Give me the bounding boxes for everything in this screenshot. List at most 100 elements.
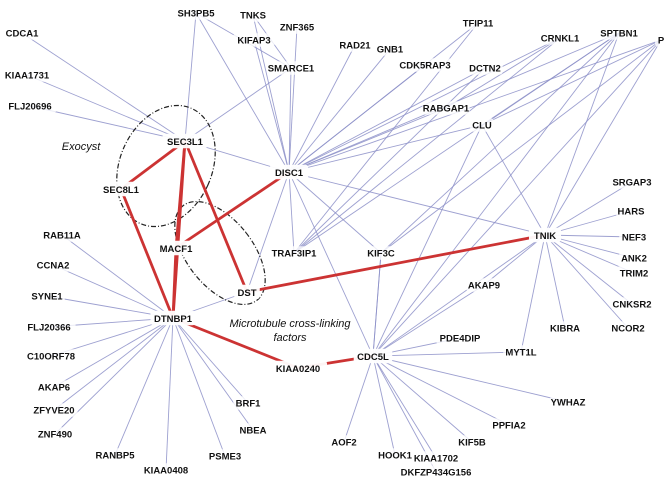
node-label: CRNKL1 (541, 33, 580, 44)
highlight-edge-dtnbp1-kiaa0240 (171, 316, 300, 370)
highlight-edge-macf1-dtnbp1 (171, 246, 178, 320)
edge-cdc5l-akap9 (372, 284, 485, 357)
edge-sec3l1-flj20696 (29, 105, 186, 142)
node-kiaa1731[interactable]: KIAA1731 (0, 68, 54, 82)
node-sec8l1[interactable]: SEC8L1 (98, 181, 144, 197)
node-label: DKFZP434G156 (401, 467, 472, 478)
node-gnb1[interactable]: GNB1 (375, 42, 405, 56)
node-label: DCTN2 (469, 63, 501, 74)
node-c10orf78[interactable]: C10ORF78 (24, 349, 78, 363)
node-label: KIAA0408 (144, 465, 188, 476)
node-ncor2[interactable]: NCOR2 (610, 321, 646, 335)
node-backdrop (363, 246, 399, 260)
node-disc1[interactable]: DISC1 (269, 164, 309, 180)
node-macf1[interactable]: MACF1 (156, 240, 196, 256)
node-akap9[interactable]: AKAP9 (466, 278, 502, 292)
node-kibra[interactable]: KIBRA (547, 321, 583, 335)
node-crnkl1[interactable]: CRNKL1 (539, 31, 581, 45)
node-label: TRAF3IP1 (272, 248, 318, 259)
node-label: KIAA1731 (5, 70, 50, 81)
node-sh3pb5[interactable]: SH3PB5 (175, 6, 217, 20)
node-flj20696[interactable]: FLJ20696 (3, 99, 57, 113)
node-ccna2[interactable]: CCNA2 (35, 258, 71, 272)
node-ank2[interactable]: ANK2 (619, 251, 649, 265)
edge-dtnbp1-nbea (172, 317, 254, 431)
node-label: SMARCE1 (268, 63, 315, 74)
node-znf490[interactable]: ZNF490 (34, 427, 76, 441)
node-dctn2[interactable]: DCTN2 (467, 61, 503, 75)
node-pde4dip[interactable]: PDE4DIP (436, 331, 484, 345)
node-ppfia2[interactable]: PPFIA2 (488, 418, 530, 432)
node-psme3[interactable]: PSME3 (207, 449, 243, 463)
node-label: NBEA (240, 425, 267, 436)
node-kif3c[interactable]: KIF3C (363, 246, 399, 260)
node-dtnbp1[interactable]: DTNBP1 (150, 310, 196, 326)
node-trim2[interactable]: TRIM2 (616, 266, 652, 280)
node-label: PPFIA2 (492, 420, 525, 431)
node-flj20366[interactable]: FLJ20366 (22, 320, 76, 334)
node-backdrop (267, 61, 315, 75)
group-label-line: Microtubule cross-linking (229, 318, 351, 330)
node-kifap3[interactable]: KIFAP3 (233, 33, 275, 47)
node-backdrop (377, 448, 413, 462)
highlight-edge-dst-tnik (245, 233, 547, 294)
node-label: MACF1 (160, 244, 193, 255)
edge-cdc5l-kiaa1702 (372, 355, 437, 459)
node-znf365[interactable]: ZNF365 (276, 20, 318, 34)
node-label: KIBRA (550, 323, 580, 334)
node-label: FLJ20366 (27, 322, 70, 333)
node-cdca1[interactable]: CDCA1 (4, 26, 40, 40)
node-ranbp5[interactable]: RANBP5 (94, 448, 136, 462)
node-kiaa1702[interactable]: KIAA1702 (409, 451, 463, 465)
node-aof2[interactable]: AOF2 (329, 435, 359, 449)
node-smarce1[interactable]: SMARCE1 (267, 61, 315, 75)
node-cdk5rap3[interactable]: CDK5RAP3 (398, 58, 452, 72)
node-syne1[interactable]: SYNE1 (29, 289, 65, 303)
edge-cdc5l-p (372, 39, 662, 357)
node-ywhaz[interactable]: YWHAZ (550, 395, 586, 409)
edge-tnik-clu (481, 124, 546, 236)
node-label: TNKS (240, 10, 266, 21)
node-dkfzp434g156[interactable]: DKFZP434G156 (397, 465, 475, 479)
node-cnksr2[interactable]: CNKSR2 (611, 297, 653, 311)
node-kif5b[interactable]: KIF5B (454, 435, 490, 449)
node-label: ANK2 (621, 253, 647, 264)
node-srgap3[interactable]: SRGAP3 (611, 175, 653, 189)
node-backdrop (29, 289, 65, 303)
node-dst[interactable]: DST (234, 284, 260, 300)
node-akap6[interactable]: AKAP6 (36, 380, 72, 394)
node-sec3l1[interactable]: SEC3L1 (162, 133, 208, 149)
node-rabgap1[interactable]: RABGAP1 (422, 101, 470, 115)
edge-cdc5l-myt1l (372, 351, 522, 357)
edge-kif3c-p (380, 39, 662, 254)
node-zfyve20[interactable]: ZFYVE20 (30, 403, 78, 417)
node-backdrop (94, 448, 136, 462)
node-backdrop (611, 297, 653, 311)
node-myt1l[interactable]: MYT1L (503, 345, 539, 359)
node-backdrop (547, 321, 583, 335)
node-sptbn1[interactable]: SPTBN1 (598, 26, 640, 40)
node-tnik[interactable]: TNIK (528, 227, 562, 243)
node-p[interactable]: P (655, 33, 666, 47)
node-label: PSME3 (209, 451, 241, 462)
node-kiaa0240[interactable]: KIAA0240 (268, 360, 328, 376)
node-rad21[interactable]: RAD21 (337, 38, 373, 52)
node-rab11a[interactable]: RAB11A (41, 228, 83, 242)
node-brf1[interactable]: BRF1 (233, 396, 263, 410)
node-nbea[interactable]: NBEA (238, 423, 268, 437)
node-nef3[interactable]: NEF3 (619, 230, 649, 244)
node-backdrop (467, 61, 503, 75)
node-backdrop (162, 133, 208, 149)
node-hook1[interactable]: HOOK1 (377, 448, 413, 462)
node-cdc5l[interactable]: CDC5L (353, 348, 393, 364)
node-traf3ip1[interactable]: TRAF3IP1 (267, 246, 321, 260)
node-tnks[interactable]: TNKS (238, 8, 268, 22)
node-tfip11[interactable]: TFIP11 (457, 16, 499, 30)
node-backdrop (488, 418, 530, 432)
node-backdrop (397, 465, 475, 479)
node-clu[interactable]: CLU (470, 118, 494, 132)
node-backdrop (422, 101, 470, 115)
node-kiaa0408[interactable]: KIAA0408 (139, 463, 193, 477)
node-hars[interactable]: HARS (616, 204, 646, 218)
